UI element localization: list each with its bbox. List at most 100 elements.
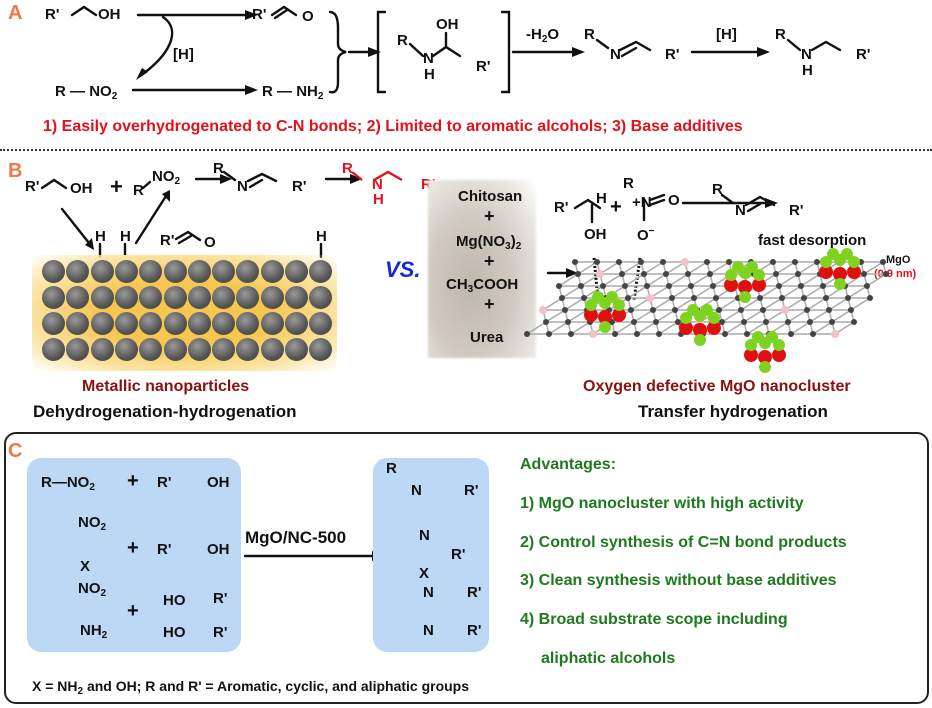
graphene-bond [671, 285, 692, 299]
carbon-atom [631, 319, 637, 325]
magnesium-atom [606, 291, 618, 303]
oxygen-atom [752, 278, 766, 292]
a-alcohol-oh: OH [98, 6, 121, 23]
carbon-atom [710, 283, 716, 289]
graphene-bond [800, 273, 821, 287]
nitrogen-dopant-atom [781, 306, 789, 314]
footnote-post: and OH; R and R' = Aromatic, cyclic, and… [83, 678, 470, 694]
metal-atom [309, 312, 333, 335]
mgo-label: MgO [886, 254, 911, 266]
graphene-bond [790, 321, 811, 335]
carbon-atom [861, 271, 867, 277]
c-product2-x: X [419, 565, 430, 582]
surface-h-bonds [98, 242, 323, 259]
mgo-caption: Oxygen defective MgO nanocluster [583, 378, 851, 395]
carbon-atom [713, 295, 719, 301]
metal-atom [187, 286, 211, 309]
a-h-label-2: [H] [716, 26, 737, 43]
carbon-atom [845, 295, 851, 301]
magnesium-atom [820, 256, 832, 268]
a-amine2-n: N [801, 46, 812, 63]
graphene-bond [570, 321, 591, 335]
a-amine2-h: H [802, 62, 813, 79]
chitosan-photo [428, 180, 536, 358]
carbon-atom [826, 307, 832, 313]
carbon-atom [644, 283, 650, 289]
c-reactant2-r: R' [157, 541, 172, 558]
metal-atom [285, 338, 308, 361]
aldehyde-double [273, 8, 289, 20]
metal-atom [187, 338, 211, 361]
carbon-atom [672, 307, 678, 313]
graphene-bond [636, 321, 657, 335]
mgo-nitro-ominus: O [637, 227, 649, 244]
carbon-atom [880, 259, 886, 265]
a-aldehyde-o: O [302, 8, 314, 25]
carbon-atom [568, 331, 574, 337]
mgo-alcohol-r: R' [554, 199, 569, 216]
graphene-bond [743, 309, 764, 323]
carbon-atom [823, 295, 829, 301]
advantage-4: 4) Broad substrate scope including [520, 611, 788, 628]
graphene-bond [564, 297, 585, 311]
mgo-imine-n: N [735, 202, 746, 219]
advantages-title: Advantages: [520, 456, 617, 473]
magnesium-atom [680, 312, 692, 324]
fast-desorption-label: fast desorption [758, 232, 867, 249]
nitrogen-dopant-atom [596, 270, 604, 278]
graphene-bond [696, 297, 717, 311]
carbon-atom [867, 295, 873, 301]
oxygen-atom [847, 265, 861, 279]
c-reactant2-no2: NO [78, 514, 101, 531]
oxygen-atom [679, 321, 693, 335]
metal-mechanism: Dehydrogenation-hydrogenation [33, 402, 297, 421]
a-imine-n: N [610, 46, 621, 63]
carbon-atom [851, 319, 857, 325]
graphene-bond [545, 309, 566, 323]
mgo-alcohol-bonds [573, 198, 602, 210]
carbon-atom [807, 319, 813, 325]
carbon-atom [719, 319, 725, 325]
nitrogen-dopant-atom [646, 294, 654, 302]
imine-bonds [595, 38, 652, 52]
nitrogen-dopant-atom [681, 258, 689, 266]
c-product2-r2: R' [451, 546, 466, 563]
a-nitro-r: R [55, 83, 66, 100]
carbon-atom [848, 307, 854, 313]
a-hemiaminal-oh: OH [436, 16, 459, 33]
bracket-right [500, 10, 511, 94]
vs-label: VS. [385, 257, 421, 282]
b-imine-bonds [222, 170, 278, 183]
carbon-atom [565, 319, 571, 325]
metal-atom [139, 260, 163, 283]
carbon-atom [622, 283, 628, 289]
graphene-bond [624, 273, 645, 287]
b-product-r: R [342, 160, 353, 177]
graphene-bond [643, 261, 664, 275]
arrowhead [245, 10, 258, 20]
metal-atom [163, 338, 187, 361]
graphene-bond [690, 273, 711, 287]
graphene-bond [828, 297, 849, 311]
brace [328, 10, 347, 94]
graphene-bond [621, 261, 642, 275]
graphene-bond [674, 297, 695, 311]
carbon-atom [653, 319, 659, 325]
carbon-atom [625, 295, 631, 301]
b-nitro-r: R [133, 182, 144, 199]
a-dehydration: -H [526, 26, 542, 43]
magnesium-atom [592, 291, 604, 303]
magnesium-atom [841, 248, 853, 260]
magnesium-atom [848, 256, 860, 268]
graphene-bond [775, 261, 796, 275]
graphene-bond [787, 309, 808, 323]
carbon-atom [779, 295, 785, 301]
mgo-imine-r2: R' [789, 202, 804, 219]
carbon-atom [666, 283, 672, 289]
a-imine-r: R [584, 26, 595, 43]
graphene-bond [652, 297, 673, 311]
metal-atom [309, 338, 333, 361]
metal-atom [260, 312, 284, 335]
graphene-bond [863, 261, 884, 275]
